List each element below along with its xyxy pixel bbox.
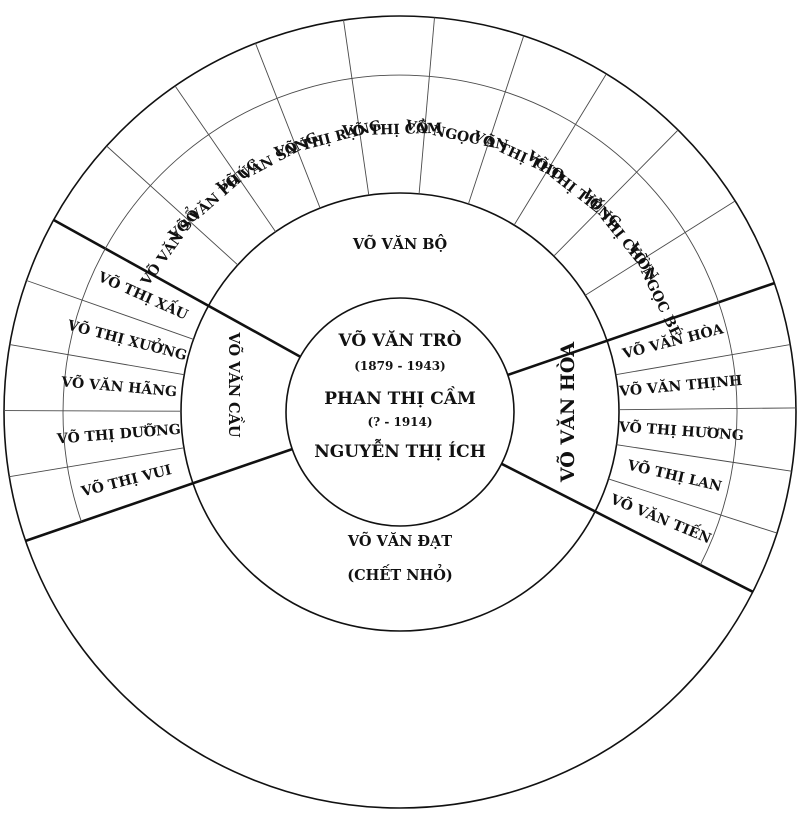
grandchild-divider-cau-2	[3, 410, 182, 412]
grandchild-divider-bo-8	[553, 129, 679, 257]
center-years-1: (1879 - 1943)	[354, 359, 446, 373]
grandchild-divider-cau-1	[9, 447, 184, 478]
child-bo: VÕ VĂN BỘ	[352, 234, 448, 253]
grandchild-bo-5: VÕ THỊ CẦM	[341, 117, 443, 140]
dividers	[3, 17, 797, 593]
child-dat-note: (CHẾT NHỎ)	[347, 564, 452, 584]
grandchild-divider-cau-4	[26, 280, 194, 340]
grandchildren-outer-arc-top	[104, 74, 738, 566]
center-name-2: PHAN THỊ CẦM	[324, 386, 476, 409]
grandchild-divider-hoa-4	[608, 478, 778, 534]
grandchild-divider-hoa-1	[615, 344, 791, 376]
main-divider-4	[25, 447, 293, 543]
child-dat: VÕ VĂN ĐẠT	[347, 531, 452, 550]
center-years-2: (? - 1914)	[367, 415, 432, 429]
grandchild-divider-bo-3	[255, 43, 321, 209]
grandchild-divider-hoa-2	[618, 407, 797, 411]
grandchild-divider-bo-9	[585, 200, 736, 296]
main-divider-3	[501, 462, 754, 593]
center-name-3: NGUYỄN THỊ ÍCH	[314, 439, 486, 462]
grandchild-divider-bo-2	[174, 85, 276, 232]
main-divider-2	[507, 281, 775, 377]
child-cau: VÕ VĂN CẦU	[225, 332, 245, 438]
grandchild-divider-bo-6	[467, 35, 525, 205]
center-couple: VÕ VĂN TRÒ (1879 - 1943) PHAN THỊ CẦM (?…	[314, 329, 486, 462]
main-divider-1	[53, 218, 301, 358]
grandchild-divider-bo-4	[343, 19, 370, 196]
center-name-1: VÕ VĂN TRÒ	[337, 329, 461, 351]
grandchild-divider-bo-7	[513, 73, 607, 226]
center-circle	[285, 297, 515, 527]
grandchild-divider-bo-5	[418, 17, 435, 194]
grandchildren-outer-arc-left	[62, 248, 106, 522]
child-hoa: VÕ VĂN HÒA	[556, 342, 579, 484]
grandchild-divider-cau-3	[9, 344, 185, 376]
grandchild-divider-bo-1	[106, 145, 239, 266]
grandchild-divider-hoa-3	[616, 444, 792, 472]
